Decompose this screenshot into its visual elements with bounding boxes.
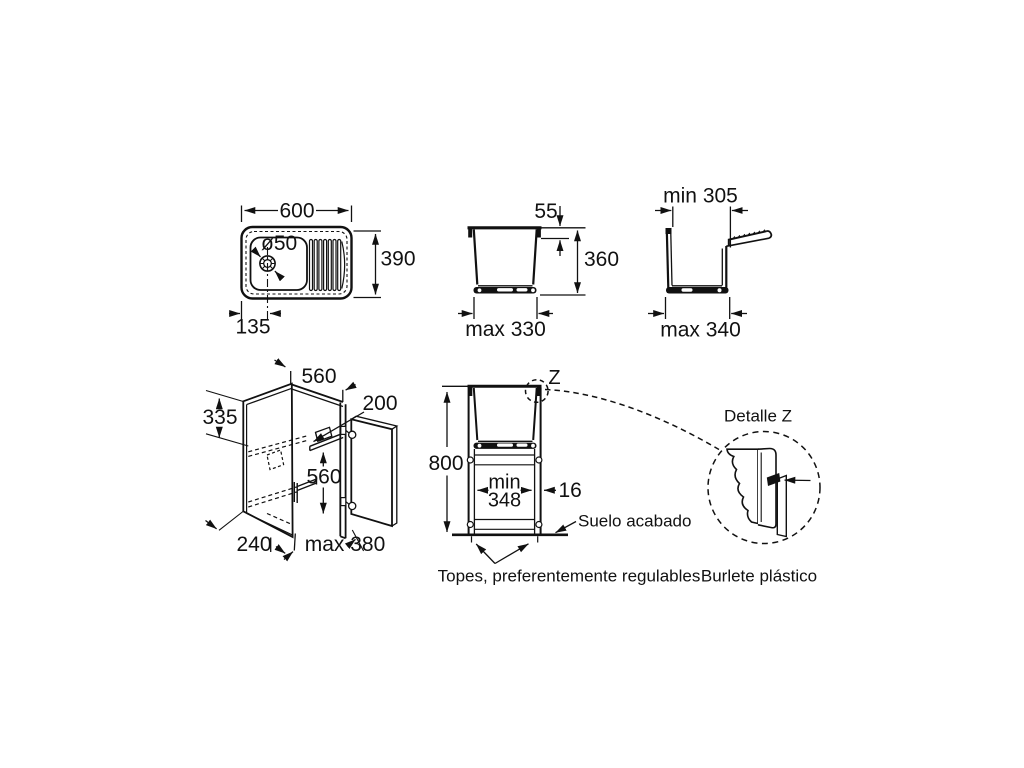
- dim-800-label: 800: [428, 452, 463, 475]
- plastic-strip: [766, 473, 781, 486]
- side-wall-left-inner: [670, 233, 673, 286]
- detail-z-mark-label: Z: [548, 367, 560, 389]
- dim-360: [540, 230, 586, 296]
- dim-800: [442, 385, 468, 533]
- drain-diameter-label: ø50: [261, 232, 297, 255]
- shelf-and-bracket: [309, 426, 344, 452]
- hidden-rails-dashed: [248, 435, 309, 526]
- dim-135-label: 135: [235, 316, 270, 339]
- hinge-icons: [340, 425, 357, 511]
- dim-240-label: 240: [236, 533, 271, 556]
- dim-max340: [648, 297, 747, 319]
- bottom-rail: [293, 476, 318, 503]
- dim-360-label: 360: [584, 248, 619, 271]
- basin-base: [473, 442, 537, 449]
- dim-390: [353, 230, 381, 299]
- rim-skirt: [757, 447, 777, 529]
- dim-560-top: [274, 358, 357, 402]
- dim-max380-label: max 380: [305, 533, 386, 556]
- cabinet-door: [350, 415, 399, 528]
- back-panel-top-edge-inner: [291, 388, 344, 408]
- dim-max330-label: max 330: [465, 318, 546, 341]
- floor-leader: [555, 520, 577, 534]
- sink-side-view: min 305 max 340: [648, 185, 773, 342]
- sink-top-view: ø50 600 390 135: [229, 200, 416, 339]
- rim-tab: [536, 229, 541, 238]
- dim-min305: [655, 206, 748, 248]
- drain-callout-arrow: [250, 246, 261, 258]
- detail-z-leader-curve: [544, 388, 720, 451]
- basin-outline: [249, 236, 308, 291]
- sink-outline: [240, 225, 353, 300]
- dim-335-label: 335: [202, 406, 237, 429]
- detail-z-circle: [707, 430, 821, 545]
- cabinet-walls: [467, 387, 542, 534]
- stops-leaders: [475, 543, 529, 565]
- dim-min348-label-value: 348: [488, 490, 521, 512]
- rim-tab: [665, 228, 672, 234]
- dim-55-label: 55: [534, 200, 557, 223]
- basin-walls: [472, 229, 538, 285]
- lower-rail-and-bolts: [466, 518, 543, 530]
- basin-walls: [472, 387, 538, 441]
- basin-base: [473, 287, 537, 294]
- dim-max380: [282, 529, 365, 562]
- cabinet-iso-view: 560 200 335 560 240: [202, 358, 399, 562]
- dim-16-label: 16: [559, 479, 582, 502]
- drainboard-arm: [726, 229, 773, 247]
- drain-callout-arrow: [274, 270, 285, 282]
- dim-max330: [458, 297, 553, 319]
- stops-label: Topes, preferentemente regulables: [438, 567, 701, 586]
- dim-200-leader: [313, 411, 365, 443]
- dim-200-label: 200: [362, 392, 397, 415]
- back-panel-top-edge: [291, 383, 344, 403]
- side-wall-left: [665, 229, 670, 289]
- rim-tab: [468, 387, 473, 396]
- floor-label: Suelo acabado: [578, 512, 691, 531]
- dim-max340-label: max 340: [660, 319, 741, 342]
- dim-240: [205, 511, 286, 554]
- cabinet-panel-section: [776, 474, 787, 538]
- rim-tab: [536, 387, 541, 396]
- dim-600-label: 600: [279, 200, 314, 223]
- detail-z-title: Detalle Z: [724, 407, 792, 426]
- rim-tab: [468, 229, 473, 238]
- dim-600: [240, 205, 353, 222]
- dim-min305-label: min 305: [663, 185, 738, 208]
- left-side-panel: [242, 382, 294, 539]
- dim-390-label: 390: [381, 248, 416, 271]
- detail-z-view: Detalle Z Burlete plástico: [701, 407, 821, 586]
- drainboard-ribs: [308, 238, 346, 292]
- dim-560-inner-label: 560: [306, 466, 341, 489]
- sink-rim-section: [726, 448, 759, 525]
- installation-front-view: 800 Z min 348 16 Suelo acabado Topes, pr…: [428, 367, 720, 586]
- dim-335: [205, 389, 249, 447]
- dim-min348-label-min: min: [488, 472, 520, 494]
- dim-55: [541, 206, 586, 256]
- detail-z-mark-circle: [524, 378, 549, 404]
- detail-z-caption: Burlete plástico: [701, 567, 817, 586]
- sink-inner-dashed-edge: [245, 230, 348, 295]
- upper-rail-and-bolts: [466, 454, 543, 466]
- drain-icon: [259, 247, 276, 319]
- dim-560-top-label: 560: [301, 365, 336, 388]
- side-base: [666, 287, 729, 294]
- dim-135: [229, 301, 281, 319]
- stop-ticks: [470, 536, 539, 543]
- sink-front-view: 55 360 max 330: [458, 200, 619, 341]
